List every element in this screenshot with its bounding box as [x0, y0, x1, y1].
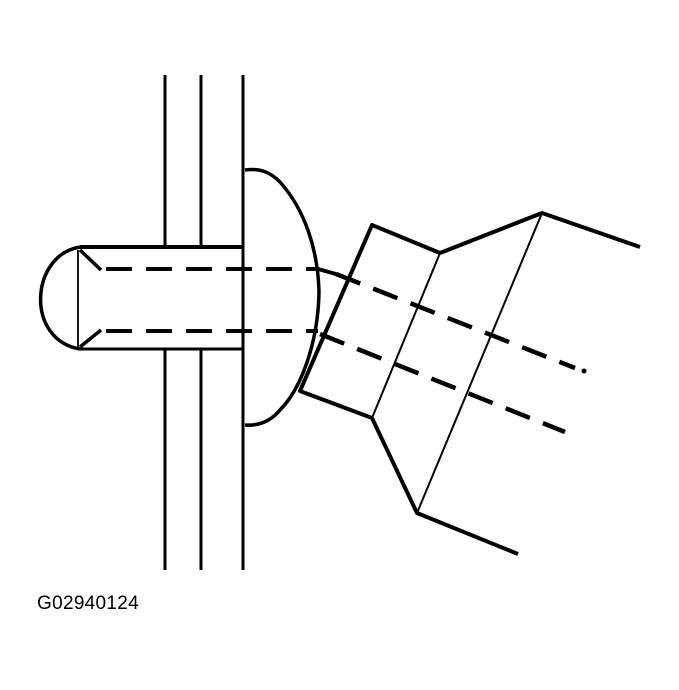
- rivet-body: [38, 245, 243, 351]
- rivet-head: [244, 167, 321, 427]
- plates: [163, 75, 245, 570]
- figure-id-label: G02940124: [37, 593, 140, 614]
- mandrel-angled: [317, 267, 587, 435]
- rivet-tool: [298, 211, 641, 556]
- rivet-mandrel: [106, 267, 318, 333]
